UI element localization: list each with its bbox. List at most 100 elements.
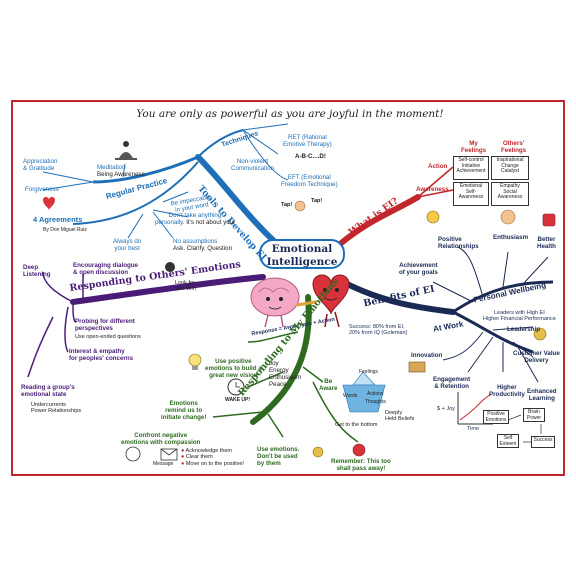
leaders-label: Leaders with High EI Higher Financial Pe… — [483, 310, 556, 323]
confront-line2: emotions with compassion — [121, 439, 201, 447]
grid-1-1: Change — [501, 162, 519, 169]
higher-productivity-label: Higher Productivity — [489, 384, 525, 398]
enthusiasm-item: Enthusiasm — [269, 374, 302, 382]
being-awareness-text: Being Awareness — [97, 171, 145, 179]
flow-5: Esteem — [499, 440, 517, 447]
better-health-line2: Health — [537, 243, 556, 251]
grid-0-1: Initiative — [461, 162, 481, 169]
achievement-line1: Achievement — [399, 262, 438, 269]
best-label: Always do your best — [113, 238, 141, 252]
branch-goals — [432, 281, 474, 303]
remember-line2: shall pass away! — [336, 465, 386, 473]
win-win-line2: Win-Win — [175, 286, 196, 293]
branch-best — [127, 213, 144, 239]
positive-relationships-label: Positive Relationships — [438, 236, 479, 250]
encouraging-line1: Encouraging dialogue — [73, 262, 138, 269]
eft-line2: Freedom Technique) — [281, 181, 338, 189]
probing-line1: Probing for different — [75, 318, 135, 325]
better-health-icon — [542, 213, 556, 227]
leaders-line1: Leaders with High EI — [494, 310, 545, 316]
branch-responding-mine — [250, 294, 312, 425]
grid-cell-awareness-others: Empathy Social Awareness — [491, 182, 529, 206]
center-title-line1: Emotional — [271, 243, 333, 255]
branch-ret — [242, 123, 289, 131]
reading-line1: Reading a group's — [21, 384, 75, 391]
better-health-label: Better Health — [537, 236, 556, 250]
abcd-label: A-B-C....D! — [295, 153, 326, 160]
mind-map-branches — [27, 123, 556, 462]
enhanced-learning-label: Enhanced Learning — [527, 388, 557, 402]
envelope-icon — [160, 448, 178, 461]
action-label: Action — [428, 163, 448, 170]
encouraging-label: Encouraging dialogue & open discussion — [73, 262, 138, 276]
customer-value-line2: Delivery — [524, 357, 549, 365]
nonviolent-label: Non-violent Communication — [231, 158, 274, 172]
enthusiasm-label: Enthusiasm — [493, 234, 529, 241]
branch-benefits — [340, 279, 456, 315]
iceberg-actions: Actions — [367, 391, 384, 397]
others-feelings-line1: Others' — [502, 140, 525, 147]
remind-line2: remind us to — [165, 407, 203, 415]
flow-self-esteem: Self Esteem — [497, 434, 519, 448]
remind-line1: Emotions — [169, 400, 198, 407]
innovation-label: Innovation — [411, 352, 443, 359]
appreciation-line2: & Gratitude — [23, 165, 55, 173]
higher-productivity-line2: Productivity — [489, 391, 525, 399]
money-bag-icon — [533, 327, 547, 341]
growth-chart-icon — [457, 392, 493, 425]
alarm-clock-icon — [227, 378, 245, 396]
center-title: Emotional Intelligence — [259, 239, 345, 269]
be-aware-label: Be Aware — [319, 378, 337, 392]
flow-brain-power: Brain Power — [523, 408, 545, 422]
ret-line1: RET (Rational — [287, 134, 327, 141]
success-line2: 20% from IQ (Goleman) — [349, 330, 408, 337]
heart-icon — [43, 197, 55, 210]
branch-innovation — [442, 331, 484, 361]
branch-deep-listening — [42, 271, 74, 303]
win-win-line1: Look for — [175, 280, 195, 286]
dont-take-label: Don't take anything personally. It's not… — [155, 212, 235, 226]
flow-1: Emotions — [485, 416, 507, 423]
enhanced-learning-line1: Enhanced — [527, 388, 557, 395]
use-emotions-label: Use emotions. Don't be used by them — [257, 446, 299, 467]
eft-line1: EFT (Emotional — [287, 174, 331, 181]
branch-appreciation — [42, 171, 94, 183]
branch-reading — [27, 316, 54, 378]
remember-label: Remember: This too shall pass away! — [331, 458, 391, 472]
open-ended-label: Use open-ended questions — [75, 334, 141, 340]
interest-line2: for peoples' concerns — [69, 355, 134, 363]
branch-learning — [517, 346, 539, 383]
positive-emotions-label: Use positive emotions to build a great n… — [205, 358, 262, 379]
flow-4: Self — [503, 435, 513, 441]
flow-positive-emotions: Positive Emotions — [483, 410, 509, 424]
positive-emotions-line2: emotions to build a — [205, 365, 262, 373]
undercurrents-line2: Power Relationships — [31, 408, 82, 415]
branch-techniques — [197, 129, 244, 158]
branch-tools — [195, 154, 278, 245]
joy-list: Joy Energy Enthusiasm Peace — [269, 360, 301, 389]
engagement-label: Engagement & Retention — [433, 376, 470, 390]
ruiz-label: By Don Miguel Ruiz — [43, 227, 87, 233]
ask-clarify-text: Ask. Clarify. Question — [173, 245, 233, 253]
grid-1-2: Catalyst — [500, 168, 520, 174]
not-about-you-text: It's not about you! — [186, 219, 235, 227]
deeply-held-label: Deeply Held Beliefs — [385, 410, 414, 423]
sad-face-icon — [125, 446, 141, 462]
energy-item: Energy — [269, 367, 289, 375]
my-feelings-label: My Feelings — [461, 140, 486, 154]
deep-listening-line2: Listening — [23, 271, 51, 279]
branch-at-work — [452, 310, 534, 354]
undercurrents-line1: Undercurrents — [31, 402, 66, 408]
encouraging-line2: & open discussion — [73, 269, 129, 277]
branch-personal-wellbeing — [452, 280, 554, 314]
customer-value-line1: Customer Value — [513, 350, 560, 357]
my-feelings-line1: My — [469, 140, 478, 147]
mind-map-poster: You are only as powerful as you are joyf… — [11, 100, 565, 476]
tap-figure-icon — [294, 200, 306, 212]
others-feelings-label: Others' Feelings — [501, 140, 526, 154]
brain-character-icon — [250, 277, 300, 328]
bullet-move-on: Move on to the positive! — [185, 460, 244, 467]
confront-bullets: ● Acknowledge them ● Clear them ● Move o… — [181, 448, 244, 467]
success-stat-label: Success: 80% from EI, 20% from IQ (Golem… — [349, 324, 407, 337]
iceberg-thoughts: Thoughts — [365, 399, 386, 405]
